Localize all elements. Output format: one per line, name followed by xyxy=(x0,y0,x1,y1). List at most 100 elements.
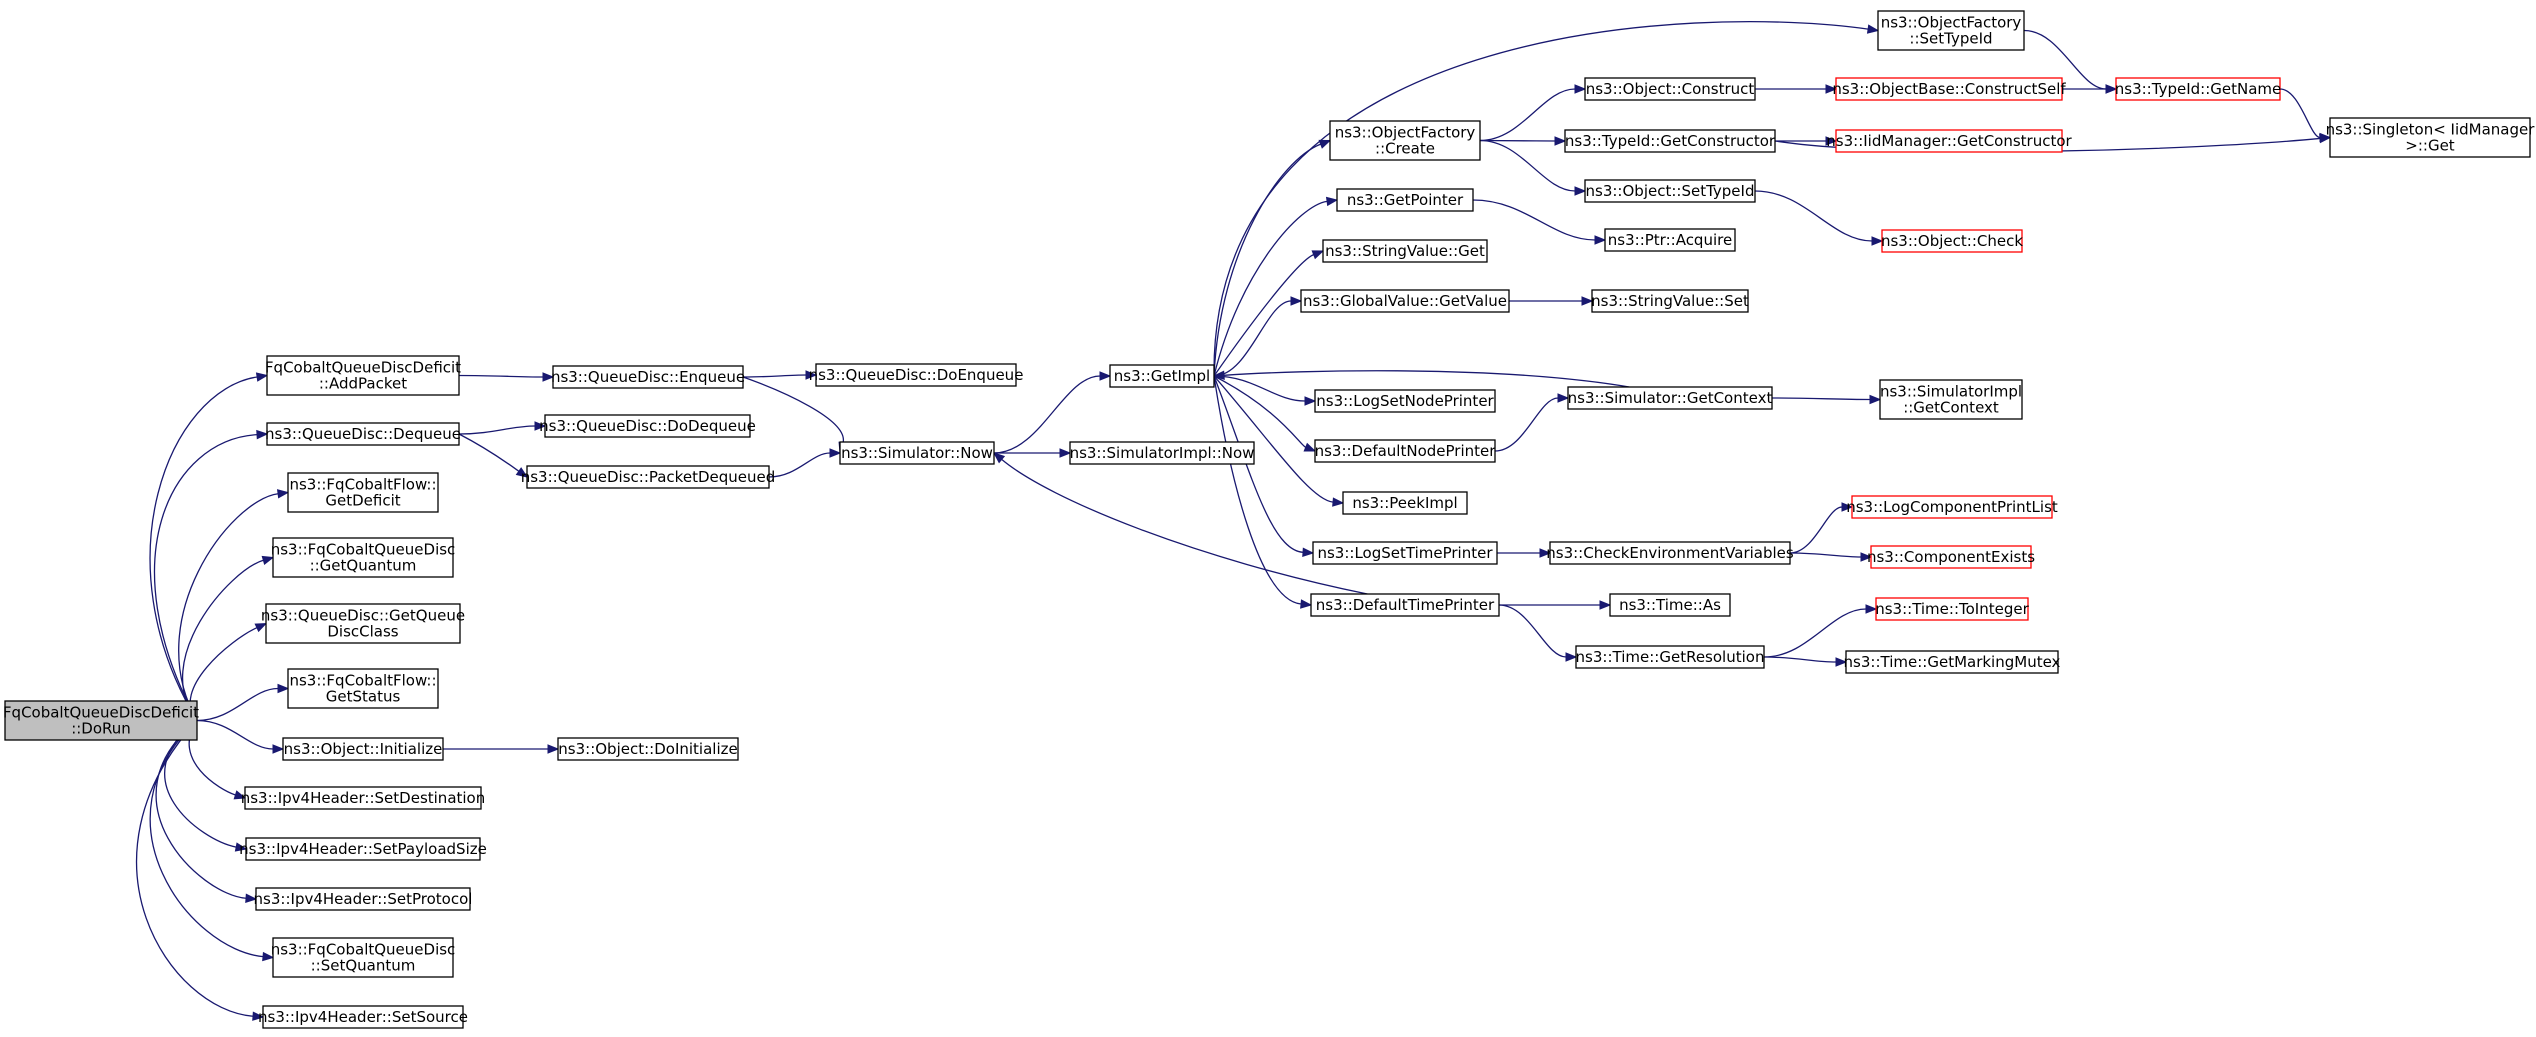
node-peekimpl[interactable]: ns3::PeekImpl xyxy=(1342,491,1468,515)
node-iidmgr_getconstructor[interactable]: ns3::IidManager::GetConstructor xyxy=(1826,129,2073,153)
node-qd_dodequeue[interactable]: ns3::QueueDisc::DoDequeue xyxy=(539,414,756,438)
node-sv_set[interactable]: ns3::StringValue::Set xyxy=(1591,289,1749,313)
arrowhead-icon xyxy=(1574,84,1587,94)
arrowhead-icon xyxy=(262,951,275,962)
node-box xyxy=(2329,117,2531,158)
arrowhead-icon xyxy=(245,893,258,903)
edge-obj_construct-to-objbase_constructself xyxy=(1755,84,1838,94)
node-obj_doinitialize[interactable]: ns3::Object::DoInitialize xyxy=(557,737,739,761)
arrowhead-icon xyxy=(1825,136,1838,146)
node-box xyxy=(1314,439,1496,463)
node-flow_getdeficit[interactable]: ns3::FqCobaltFlow::GetDeficit xyxy=(287,472,439,513)
node-label: ns3::GetImpl xyxy=(1114,367,1210,385)
arrowhead-icon xyxy=(233,790,247,800)
node-defaulttimeprinter[interactable]: ns3::DefaultTimePrinter xyxy=(1310,593,1500,617)
edge-getimpl-to-sv_get xyxy=(1213,250,1325,377)
node-logsettimeprinter[interactable]: ns3::LogSetTimePrinter xyxy=(1312,541,1498,565)
edge-root-to-flow_getstatus xyxy=(196,683,290,722)
node-box xyxy=(1881,229,2023,253)
node-qd_doenqueue[interactable]: ns3::QueueDisc::DoEnqueue xyxy=(809,363,1024,387)
node-label: ns3::QueueDisc::Enqueue xyxy=(551,368,745,386)
edge-line xyxy=(1472,199,1596,241)
node-getimpl[interactable]: ns3::GetImpl xyxy=(1109,364,1215,388)
node-gv_getvalue[interactable]: ns3::GlobalValue::GetValue xyxy=(1300,289,1510,313)
node-typeid_getname[interactable]: ns3::TypeId::GetName xyxy=(2115,77,2281,101)
node-of_settypeid[interactable]: ns3::ObjectFactory::SetTypeId xyxy=(1877,10,2025,51)
node-getpointer[interactable]: ns3::GetPointer xyxy=(1336,188,1474,212)
edge-qd_dequeue-to-qd_dodequeue xyxy=(458,421,547,435)
arrowhead-icon xyxy=(252,1011,265,1021)
edge-line xyxy=(149,720,264,958)
node-label: ns3::ComponentExists xyxy=(1867,548,2035,566)
arrowhead-icon xyxy=(992,452,1006,464)
node-box xyxy=(287,472,439,513)
node-ipv4_setdest[interactable]: ns3::Ipv4Header::SetDestination xyxy=(241,786,486,810)
node-time_tointeger[interactable]: ns3::Time::ToInteger xyxy=(1875,597,2030,621)
node-logsetnodeprinter[interactable]: ns3::LogSetNodePrinter xyxy=(1314,389,1496,413)
node-ipv4_setpayload[interactable]: ns3::Ipv4Header::SetPayloadSize xyxy=(239,837,487,861)
node-box xyxy=(1584,179,1756,203)
arrowhead-icon xyxy=(1303,442,1317,452)
edge-defaultnodeprinter-to-sim_getcontext xyxy=(1494,393,1570,452)
edge-root-to-getquantum xyxy=(182,555,275,721)
node-label: ns3::SimulatorImpl xyxy=(1880,383,2022,401)
node-sim_getcontext[interactable]: ns3::Simulator::GetContext xyxy=(1567,386,1773,410)
node-time_getmarkingmutex[interactable]: ns3::Time::GetMarkingMutex xyxy=(1844,650,2061,674)
node-addpacket[interactable]: FqCobaltQueueDiscDeficit::AddPacket xyxy=(265,355,461,396)
node-singleton_get[interactable]: ns3::Singleton< IidManager >::Get xyxy=(2326,117,2536,158)
node-box xyxy=(839,441,995,465)
node-ipv4_setsource[interactable]: ns3::Ipv4Header::SetSource xyxy=(258,1005,468,1029)
node-objbase_constructself[interactable]: ns3::ObjectBase::ConstructSelf xyxy=(1832,77,2066,101)
edge-root-to-setquantum xyxy=(149,720,275,962)
node-qd_packetdequeued[interactable]: ns3::QueueDisc::PacketDequeued xyxy=(521,465,776,489)
node-obj_construct[interactable]: ns3::Object::Construct xyxy=(1584,77,1756,101)
edge-root-to-getqueuediscclass xyxy=(189,622,268,721)
node-root[interactable]: FqCobaltQueueDiscDeficit::DoRun xyxy=(3,700,199,741)
node-label: ns3::Simulator::Now xyxy=(841,444,993,462)
node-getquantum[interactable]: ns3::FqCobaltQueueDisc::GetQuantum xyxy=(271,537,456,578)
node-simimpl_getcontext[interactable]: ns3::SimulatorImpl::GetContext xyxy=(1879,379,2023,420)
arrowhead-icon xyxy=(542,372,555,382)
node-of_create[interactable]: ns3::ObjectFactory::Create xyxy=(1329,120,1481,161)
edge-gv_getvalue-to-sv_set xyxy=(1508,296,1594,306)
edge-getimpl-to-logsettimeprinter xyxy=(1213,375,1315,557)
node-setquantum[interactable]: ns3::FqCobaltQueueDisc::SetQuantum xyxy=(271,937,456,978)
node-ptr_acquire[interactable]: ns3::Ptr::Acquire xyxy=(1604,228,1736,252)
edge-root-to-addpacket xyxy=(149,372,269,721)
node-obj_settypeid[interactable]: ns3::Object::SetTypeId xyxy=(1584,179,1756,203)
edge-line xyxy=(153,433,258,721)
node-flow_getstatus[interactable]: ns3::FqCobaltFlow::GetStatus xyxy=(287,668,439,709)
node-typeid_getconstructor[interactable]: ns3::TypeId::GetConstructor xyxy=(1564,129,1776,153)
node-simimpl_now[interactable]: ns3::SimulatorImpl::Now xyxy=(1069,441,1255,465)
node-box xyxy=(1835,129,2063,153)
node-label: ns3::FqCobaltQueueDisc xyxy=(271,941,456,959)
edge-line xyxy=(1213,254,1314,377)
node-checkenv[interactable]: ns3::CheckEnvironmentVariables xyxy=(1546,541,1794,565)
arrowhead-icon xyxy=(1557,393,1570,403)
arrowhead-icon xyxy=(515,467,529,478)
edge-line xyxy=(1213,375,1334,503)
node-defaultnodeprinter[interactable]: ns3::DefaultNodePrinter xyxy=(1314,439,1497,463)
node-qd_enqueue[interactable]: ns3::QueueDisc::Enqueue xyxy=(551,365,745,389)
node-box xyxy=(1069,441,1255,465)
node-obj_initialize[interactable]: ns3::Object::Initialize xyxy=(282,737,444,761)
node-label: ns3::QueueDisc::GetQueue xyxy=(261,607,465,625)
node-logcompprintlist[interactable]: ns3::LogComponentPrintList xyxy=(1846,495,2058,519)
node-time_as[interactable]: ns3::Time::As xyxy=(1609,593,1731,617)
node-obj_check[interactable]: ns3::Object::Check xyxy=(1881,229,2023,253)
node-label: FqCobaltQueueDiscDeficit xyxy=(265,359,461,377)
node-sim_now[interactable]: ns3::Simulator::Now xyxy=(839,441,995,465)
edge-line xyxy=(1213,375,1307,448)
node-sv_get[interactable]: ns3::StringValue::Get xyxy=(1322,239,1488,263)
arrowhead-icon xyxy=(1325,196,1339,207)
node-qd_dequeue[interactable]: ns3::QueueDisc::Dequeue xyxy=(265,422,461,446)
node-box xyxy=(557,737,739,761)
node-componentexists[interactable]: ns3::ComponentExists xyxy=(1867,545,2035,569)
node-box xyxy=(1575,645,1765,669)
node-ipv4_setproto[interactable]: ns3::Ipv4Header::SetProtocol xyxy=(254,887,473,911)
node-box xyxy=(272,537,454,578)
arrowhead-icon xyxy=(1865,604,1878,614)
edge-line xyxy=(1771,397,1871,401)
node-time_getresolution[interactable]: ns3::Time::GetResolution xyxy=(1575,645,1765,669)
